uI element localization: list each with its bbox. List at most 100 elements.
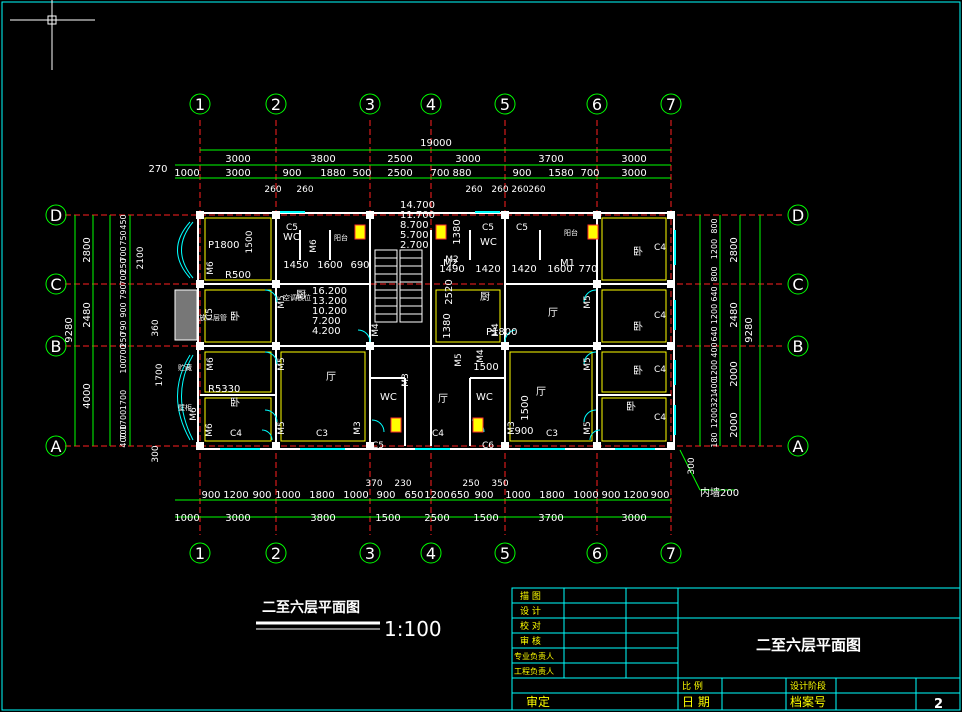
interior-dim: 1420 (475, 264, 500, 275)
dim-right-overall: 9280 (744, 317, 755, 342)
grid-bubble-col (189, 93, 211, 115)
grid-bubble-label: 3 (365, 544, 375, 563)
room-label: 厅 (536, 387, 546, 398)
tb-label: 校 对 (520, 620, 541, 632)
windows (194, 211, 676, 450)
dim-right-side: 300 (687, 457, 697, 474)
door-window-tag: M5 (583, 295, 593, 309)
dim-bottom: 1000 (275, 490, 300, 501)
dim-right-inner: 640 (710, 326, 719, 341)
dim-top: 3000 (225, 154, 250, 165)
dim-overall: 19000 (420, 138, 452, 149)
dim-top: 3000 (455, 154, 480, 165)
stair-hatch (374, 249, 423, 323)
dim-bottom: 3700 (538, 513, 563, 524)
drawing-scale: 1:100 (384, 617, 442, 641)
dim-bottom: 900 (252, 490, 271, 501)
door-window-tag: C3 (546, 429, 558, 439)
grid-bubble-label: 6 (592, 95, 602, 114)
door-window-tag: C3 (316, 429, 328, 439)
tb-sheet-number: 2 (934, 697, 943, 712)
room-label: R500 (225, 270, 251, 281)
room-label: M2 (443, 258, 458, 269)
dim-left-inner: 1700 (119, 410, 128, 430)
grid-bubble-col (586, 93, 608, 115)
dim-bottom: 900 (650, 490, 669, 501)
grid-bubble-label: B (51, 337, 62, 356)
dim-bottom: 1200 (623, 490, 648, 501)
interior-dim: 2520 (444, 279, 455, 304)
dim-bottom: 1000 (505, 490, 530, 501)
grid-bubble-label: C (50, 275, 61, 294)
dim-bottom-small: 350 (491, 479, 508, 489)
door-window-tag: C6 (482, 441, 494, 451)
dim-left-inner: 700 (119, 424, 128, 439)
title-block-text: 描 图 设 计 校 对 审 核 专业负责人 工程负责人 审定 日 期 比 例 设… (514, 590, 943, 712)
dim-top-small: 260 (491, 185, 508, 195)
dim-bottom: 1200 (223, 490, 248, 501)
room-label: P1800 (486, 327, 517, 338)
dim-bottom: 3000 (225, 513, 250, 524)
dim-top: 3000 (621, 168, 646, 179)
dim-bottom: 2500 (424, 513, 449, 524)
dim-right-inner: 321 (710, 392, 719, 407)
room-label: M1 (560, 258, 575, 269)
grid-bubble-row (787, 335, 809, 357)
dim-bottom: 650 (404, 490, 423, 501)
tb-scale-label: 比 例 (682, 680, 703, 692)
dim-right-inner: 1200 (710, 304, 719, 324)
grid-bubble-label: B (793, 337, 804, 356)
grid-bubble-label: A (793, 437, 804, 456)
dim-right-inner: 1200 (710, 360, 719, 380)
room-label: 壁柜 (178, 403, 192, 412)
door-window-tag: M4 (476, 349, 486, 363)
tb-label: 描 图 (520, 590, 541, 602)
dim-left-inner: 1700 (119, 390, 128, 410)
dim-top-small: 260 (511, 185, 528, 195)
dim-right-inner: 180 (710, 432, 719, 447)
dim-bottom-small: 250 (462, 479, 479, 489)
pipe-shaft-hatch (174, 289, 198, 341)
dim-bottom: 1200 (424, 490, 449, 501)
title-block (511, 587, 961, 711)
grid-bubble-col (265, 542, 287, 564)
dim-left-inner: 700 (119, 344, 128, 359)
dim-right: 2480 (729, 302, 740, 327)
dim-top: 3700 (538, 154, 563, 165)
dim-top: 1000 (174, 168, 199, 179)
door-window-tag: M3 (401, 373, 411, 387)
grid-bubble-col (494, 542, 516, 564)
door-window-tag: C5 (372, 441, 384, 451)
dim-right: 2800 (729, 237, 740, 262)
room-label: R5330 (208, 384, 240, 395)
room-labels: P1800 R500 R5330 WC WC WC WC M1 M2 厅 厅 厅… (178, 228, 643, 413)
elevation-label: 4.200 (312, 326, 341, 337)
dim-top: 2500 (387, 168, 412, 179)
dim-top: 500 (352, 168, 371, 179)
room-label: 卧 (633, 320, 643, 333)
room-label: 卧 (633, 364, 643, 377)
door-window-tag: M2 (445, 255, 459, 265)
grid-bubble-col (265, 93, 287, 115)
door-window-tag: M5 (277, 295, 287, 309)
door-window-tag: M6 (206, 261, 216, 275)
interior-dim: 1500 (520, 395, 531, 420)
interior-dim: 690 (350, 260, 369, 271)
grid-bubble-label: 2 (271, 544, 281, 563)
dim-left: 2800 (82, 237, 93, 262)
room-label: WC (476, 392, 493, 403)
dim-bottom-small: 230 (394, 479, 411, 489)
tb-drawing-name: 二至六层平面图 (756, 636, 861, 654)
dim-top-small: 260 (296, 185, 313, 195)
door-window-tag: M4 (491, 323, 501, 337)
grid-bubble-col (586, 542, 608, 564)
grid-bubble-label: 3 (365, 95, 375, 114)
dim-bottom: 3000 (621, 513, 646, 524)
dim-left-inner: 790 (119, 320, 128, 335)
grid-bubble-row (45, 435, 67, 457)
room-label: 卧 (626, 400, 636, 413)
grid-bubble-label: 4 (426, 95, 436, 114)
